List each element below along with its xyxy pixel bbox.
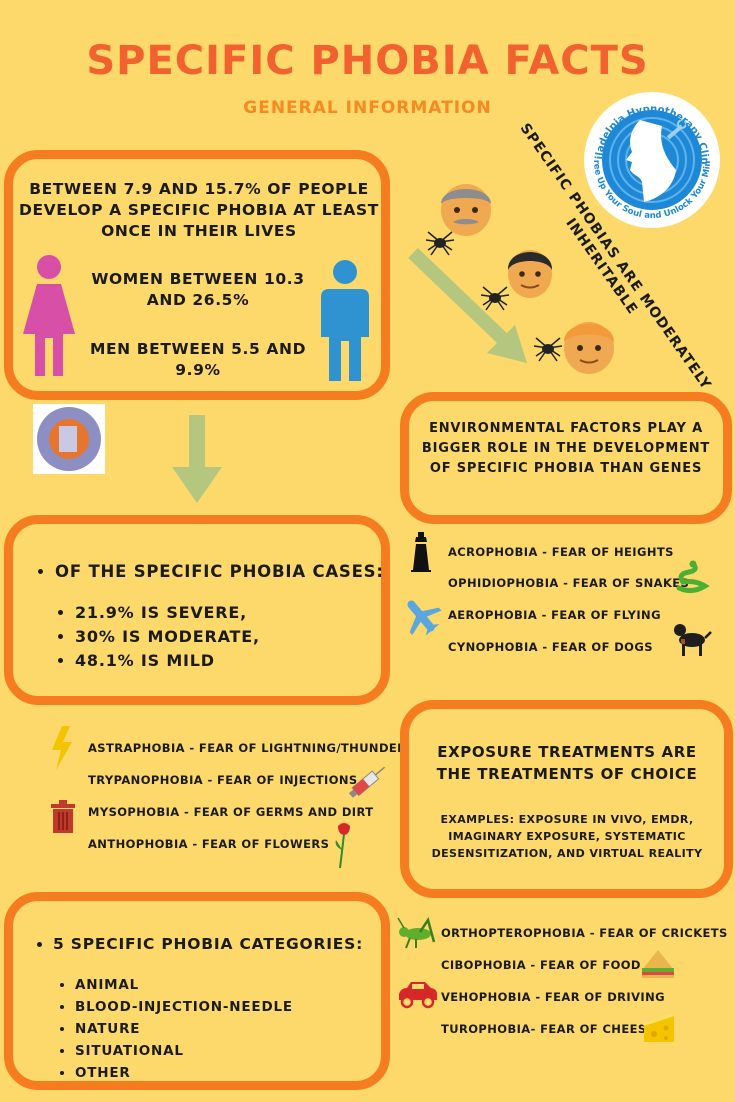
list-item: SITUATIONAL: [75, 1041, 293, 1061]
phobia-fact: OPHIDIOPHOBIA - FEAR OF SNAKES: [448, 576, 690, 590]
phobia-fact: CIBOPHOBIA - FEAR OF FOOD: [441, 958, 641, 972]
man-icon: [317, 259, 373, 388]
list-item: 21.9% IS SEVERE,: [75, 602, 260, 624]
spider-icon: [533, 334, 563, 366]
clinic-logo: Philadelpia Hypnotherapy Clinic "Free Up…: [578, 82, 722, 230]
phobia-fact: TUROPHOBIA- FEAR OF CHEESE: [441, 1022, 655, 1036]
phobia-fact: VEHOPHOBIA - FEAR OF DRIVING: [441, 990, 665, 1004]
phobia-fact: ORTHOPTEROPHOBIA - FEAR OF CRICKETS: [441, 926, 728, 940]
prevalence-headline: BETWEEN 7.9 AND 15.7% OF PEOPLE DEVELOP …: [19, 180, 379, 240]
phobia-fact: AEROPHOBIA - FEAR OF FLYING: [448, 608, 661, 622]
cricket-icon: [396, 917, 436, 954]
woman-icon: [19, 254, 79, 383]
snake-icon: [675, 560, 710, 596]
airplane-icon: [400, 595, 442, 641]
severity-box: OF THE SPECIFIC PHOBIA CASES: 21.9% IS S…: [4, 515, 390, 705]
lighthouse-icon: [410, 532, 432, 576]
child-face-icon: [560, 312, 618, 380]
treatment-examples: EXAMPLES: EXPOSURE IN VIVO, EMDR, IMAGIN…: [431, 813, 703, 860]
trash-can-icon: [50, 800, 76, 838]
environment-box: ENVIRONMENTAL FACTORS PLAY A BIGGER ROLE…: [400, 392, 732, 524]
man-face-icon: [505, 240, 555, 304]
severity-list: 21.9% IS SEVERE, 30% IS MODERATE, 48.1% …: [53, 600, 260, 674]
car-icon: [395, 980, 439, 1014]
dog-icon: [672, 622, 712, 662]
environment-text: ENVIRONMENTAL FACTORS PLAY A BIGGER ROLE…: [421, 421, 711, 476]
phobia-fact: ACROPHOBIA - FEAR OF HEIGHTS: [448, 545, 674, 559]
phobia-fact: TRYPANOPHOBIA - FEAR OF INJECTIONS: [88, 773, 358, 787]
cheese-icon: [642, 1012, 676, 1048]
treatment-heading: EXPOSURE TREATMENTS ARE THE TREATMENTS O…: [436, 743, 698, 783]
list-item: NATURE: [75, 1019, 293, 1039]
old-man-face-icon: [437, 176, 495, 242]
treatment-box: EXPOSURE TREATMENTS ARE THE TREATMENTS O…: [400, 700, 733, 898]
phobia-fact: ASTRAPHOBIA - FEAR OF LIGHTNING/THUNDER: [88, 741, 407, 755]
down-arrow-icon: [170, 415, 224, 509]
diagonal-arrow-icon: [405, 245, 535, 374]
page-title: SPECIFIC PHOBIA FACTS: [86, 38, 649, 84]
lightning-icon: [50, 726, 74, 774]
list-item: 30% IS MODERATE,: [75, 626, 260, 648]
categories-heading: 5 SPECIFIC PHOBIA CATEGORIES:: [53, 935, 413, 953]
sandwich-icon: [640, 948, 676, 982]
spider-icon: [425, 228, 455, 260]
book-logo: [33, 404, 105, 474]
list-item: OTHER: [75, 1063, 293, 1083]
list-item: BLOOD-INJECTION-NEEDLE: [75, 997, 293, 1017]
phobia-fact: MYSOPHOBIA - FEAR OF GERMS AND DIRT: [88, 805, 374, 819]
men-stat: MEN BETWEEN 5.5 AND 9.9%: [89, 340, 307, 379]
list-item: ANIMAL: [75, 975, 293, 995]
severity-heading: OF THE SPECIFIC PHOBIA CASES:: [55, 562, 405, 581]
prevalence-box: BETWEEN 7.9 AND 15.7% OF PEOPLE DEVELOP …: [4, 150, 390, 400]
page-subtitle: GENERAL INFORMATION: [243, 98, 492, 118]
flower-icon: [334, 822, 354, 872]
syringe-icon: [344, 760, 390, 808]
categories-box: 5 SPECIFIC PHOBIA CATEGORIES: ANIMAL BLO…: [4, 892, 390, 1090]
categories-list: ANIMAL BLOOD-INJECTION-NEEDLE NATURE SIT…: [53, 973, 293, 1085]
women-stat: WOMEN BETWEEN 10.3 AND 26.5%: [91, 270, 305, 309]
spider-icon: [480, 283, 510, 315]
phobia-fact: ANTHOPHOBIA - FEAR OF FLOWERS: [88, 837, 330, 851]
phobia-fact: CYNOPHOBIA - FEAR OF DOGS: [448, 640, 653, 654]
list-item: 48.1% IS MILD: [75, 650, 260, 672]
